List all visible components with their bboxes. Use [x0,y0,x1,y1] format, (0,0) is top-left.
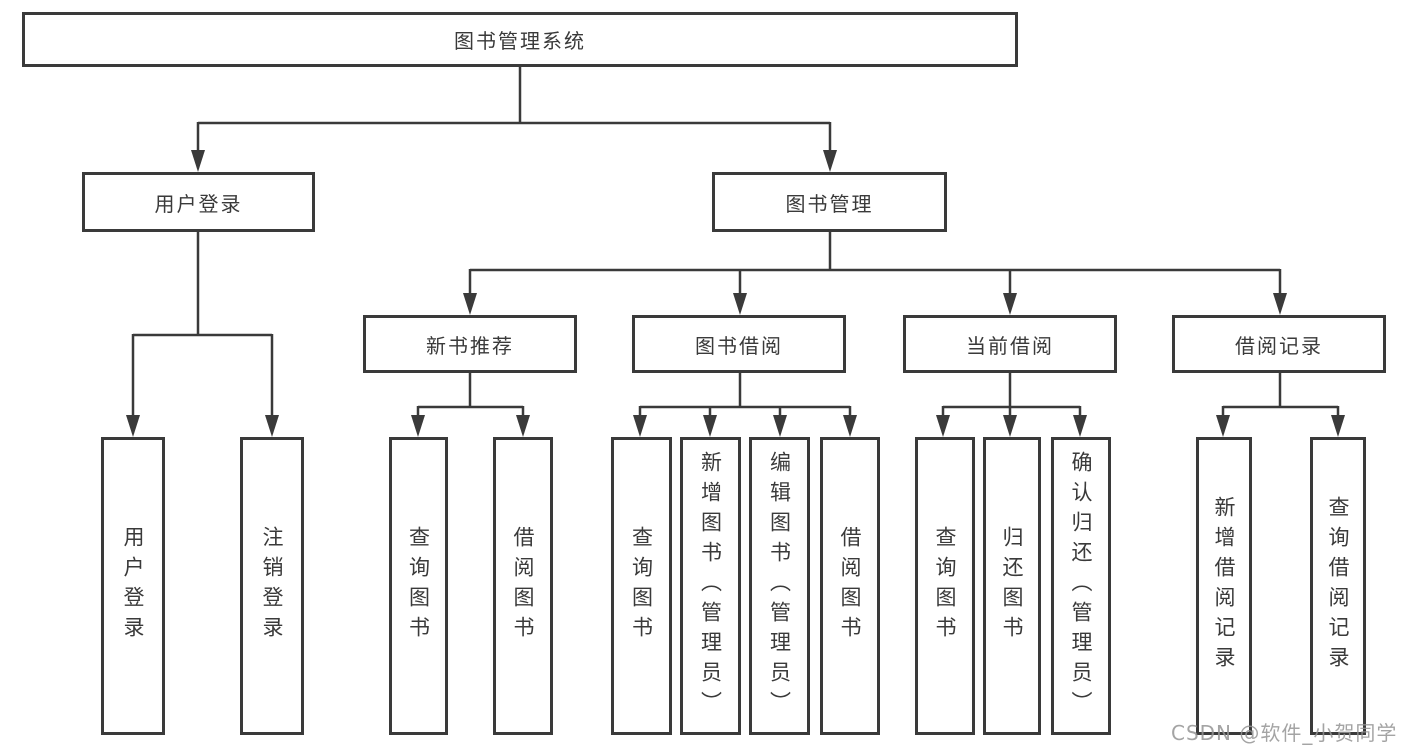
leaf-label: 借阅图书 [838,526,862,646]
node-label: 图书管理系统 [454,29,586,53]
arrowhead-icons [126,150,1345,437]
leaf-borrow-books-recommend: 借阅图书 [493,437,553,735]
leaf-edit-book-admin: 编辑图书（管理员） [749,437,810,735]
leaf-confirm-return-admin: 确认归还（管理员） [1051,437,1111,735]
leaf-label: 新增借阅记录 [1212,496,1236,676]
leaf-label: 查询借阅记录 [1326,496,1350,676]
node-label: 图书借阅 [695,333,783,358]
node-label: 用户登录 [154,191,243,216]
node-label: 借阅记录 [1235,333,1323,358]
node-current-borrow: 当前借阅 [903,315,1117,373]
csdn-watermark: CSDN @软件_小贺同学 [1171,721,1398,745]
node-user-login: 用户登录 [82,172,315,232]
leaf-borrow-books: 借阅图书 [820,437,880,735]
leaf-add-book-admin: 新增图书（管理员） [680,437,741,735]
leaf-query-books-recommend: 查询图书 [389,437,448,735]
leaf-label: 注销登录 [260,526,284,646]
node-book-borrow: 图书借阅 [632,315,846,373]
node-label: 图书管理 [785,191,874,216]
node-borrow-records: 借阅记录 [1172,315,1386,373]
leaf-logout: 注销登录 [240,437,304,735]
leaf-label: 编辑图书（管理员） [767,451,792,721]
node-new-book-recommend: 新书推荐 [363,315,577,373]
leaf-label: 查询图书 [629,526,654,646]
leaf-return-book: 归还图书 [983,437,1041,735]
leaf-label: 借阅图书 [511,526,535,646]
leaf-label: 查询图书 [933,526,957,646]
leaf-label: 查询图书 [406,526,431,646]
leaf-label: 新增图书（管理员） [698,451,723,721]
node-book-management: 图书管理 [712,172,947,232]
node-library-system: 图书管理系统 [22,12,1018,67]
leaf-label: 用户登录 [121,526,145,646]
leaf-add-borrow-record: 新增借阅记录 [1196,437,1252,735]
leaf-label: 归还图书 [1000,526,1024,646]
leaf-label: 确认归还（管理员） [1069,451,1093,721]
leaf-user-login: 用户登录 [101,437,165,735]
node-label: 新书推荐 [426,333,514,358]
leaf-query-books-borrow: 查询图书 [611,437,672,735]
leaf-query-books-current: 查询图书 [915,437,975,735]
node-label: 当前借阅 [966,333,1054,358]
leaf-query-borrow-record: 查询借阅记录 [1310,437,1366,735]
